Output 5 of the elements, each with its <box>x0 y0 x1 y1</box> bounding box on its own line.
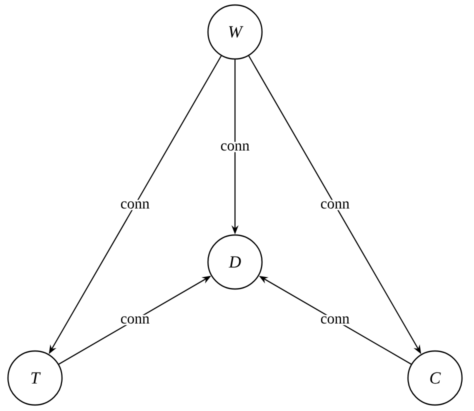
edge-label: conn <box>218 142 252 152</box>
edge-label: conn <box>318 200 352 210</box>
edge-label: conn <box>118 200 152 210</box>
edge-label: conn <box>318 314 352 326</box>
edge-label: conn <box>118 314 152 326</box>
